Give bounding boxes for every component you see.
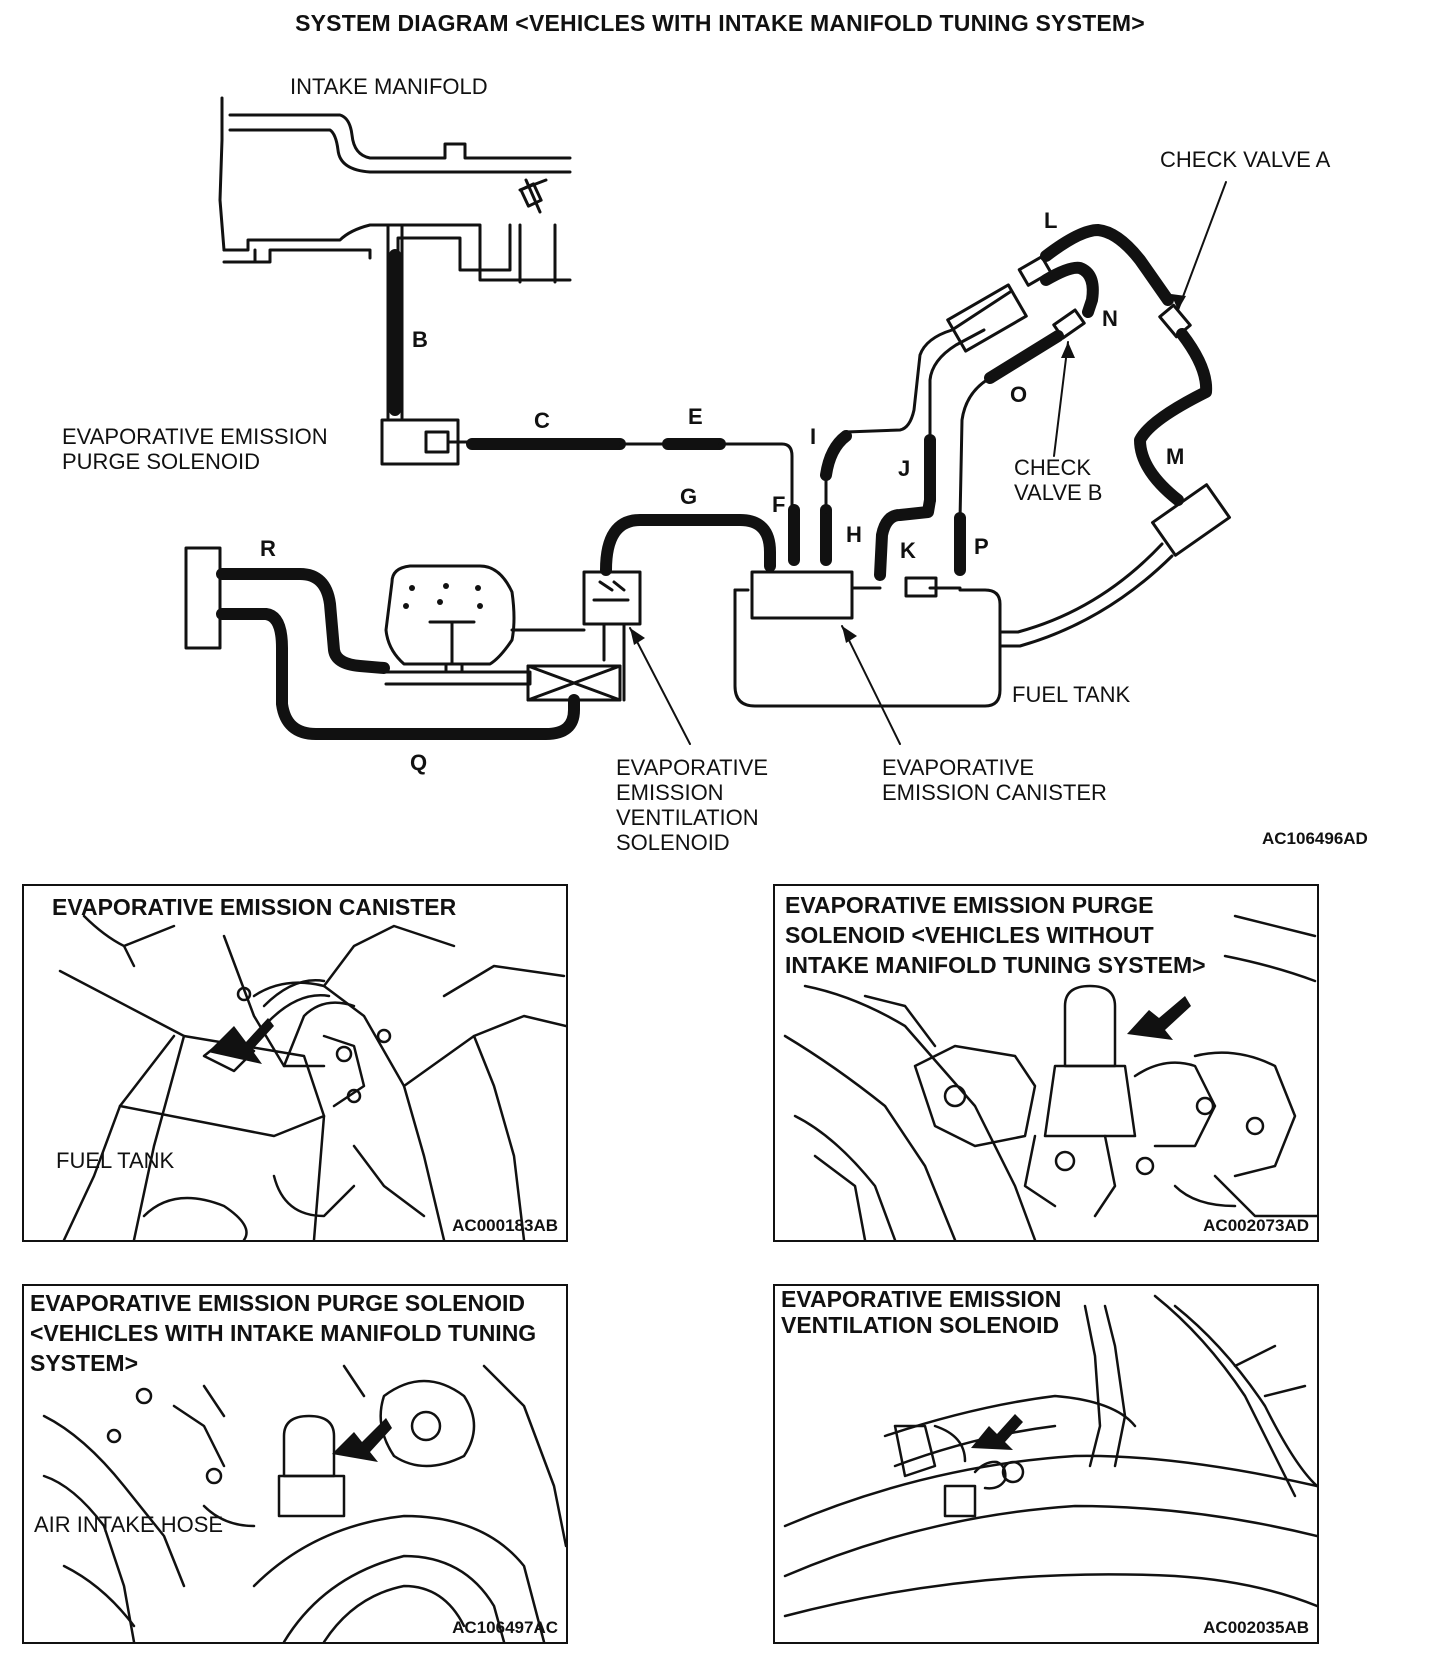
hose-label-i: I xyxy=(810,424,817,449)
panel-purge-with-label: AIR INTAKE HOSE xyxy=(34,1512,224,1537)
arrow-icon xyxy=(971,1414,1023,1450)
hose-i xyxy=(820,430,852,481)
panel-ventilation-code: AC002035AB xyxy=(1203,1618,1309,1637)
panel-purge-without: EVAPORATIVE EMISSION PURGE SOLENOID <VEH… xyxy=(773,884,1319,1242)
hose-label-e: E xyxy=(688,404,703,429)
hose-label-f: F xyxy=(772,492,786,517)
hose-g xyxy=(600,514,776,576)
fuel-tank-canister xyxy=(998,483,1232,648)
hose-label-q: Q xyxy=(410,750,428,775)
label-intake-manifold: INTAKE MANIFOLD xyxy=(290,74,488,99)
hose-n xyxy=(1040,261,1099,318)
panel-purge-without-code: AC002073AD xyxy=(1203,1216,1309,1235)
hose-r xyxy=(216,568,390,674)
panel-purge-without-title: EVAPORATIVE EMISSION PURGE SOLENOID <VEH… xyxy=(785,892,1206,978)
purge-with-illustration xyxy=(42,1364,566,1642)
hose-label-p: P xyxy=(974,534,989,559)
hose-m xyxy=(1134,328,1213,506)
panel-purge-with-code: AC106497AC xyxy=(452,1618,558,1637)
hose-label-b: B xyxy=(412,327,428,352)
hose-label-o: O xyxy=(1010,382,1028,407)
panel-canister-label: FUEL TANK xyxy=(56,1148,175,1173)
panel-purge-with-title: EVAPORATIVE EMISSION PURGE SOLENOID <VEH… xyxy=(30,1290,537,1376)
leader-check-valve-a xyxy=(1177,181,1227,311)
leader-check-valve-b xyxy=(1053,341,1069,457)
air-inlet-box xyxy=(184,546,222,650)
label-fuel-tank: FUEL TANK xyxy=(1012,682,1131,707)
hose-label-h: H xyxy=(846,522,862,547)
fuel-tank-outline xyxy=(733,570,1002,708)
label-check-valve-a: CHECK VALVE A xyxy=(1160,147,1331,172)
panel-canister-title: EVAPORATIVE EMISSION CANISTER xyxy=(52,894,457,920)
arrow-icon xyxy=(208,1018,274,1064)
label-canister: EVAPORATIVE EMISSION CANISTER xyxy=(882,755,1107,805)
hose-label-l: L xyxy=(1044,208,1058,233)
ventilation-solenoid-symbol xyxy=(582,570,642,702)
panel-canister-code: AC000183AB xyxy=(452,1216,558,1235)
upper-canister xyxy=(946,255,1053,353)
hose-label-c: C xyxy=(534,408,550,433)
system-diagram xyxy=(184,96,1232,745)
purge-solenoid-symbol xyxy=(380,418,472,466)
air-filter-drawing xyxy=(384,564,622,702)
label-check-valve-b: CHECK VALVE B xyxy=(1014,455,1103,505)
hose-label-k: K xyxy=(900,538,916,563)
arrow-icon xyxy=(1127,996,1191,1040)
leader-ventilation xyxy=(629,627,691,745)
page-title: SYSTEM DIAGRAM <VEHICLES WITH INTAKE MAN… xyxy=(295,10,1145,36)
panel-canister: EVAPORATIVE EMISSION CANISTER FUEL TANK … xyxy=(22,884,568,1242)
hose-label-n: N xyxy=(1102,306,1118,331)
intake-manifold-drawing xyxy=(218,96,572,284)
hose-k xyxy=(874,494,936,581)
panel-ventilation: EVAPORATIVE EMISSION VENTILATION SOLENOI… xyxy=(773,1284,1319,1644)
ventilation-illustration xyxy=(783,1294,1317,1618)
arrow-icon xyxy=(332,1418,392,1462)
label-ventilation-solenoid: EVAPORATIVE EMISSION VENTILATION SOLENOI… xyxy=(616,755,769,855)
hose-label-g: G xyxy=(680,484,698,509)
panel-purge-with: EVAPORATIVE EMISSION PURGE SOLENOID <VEH… xyxy=(22,1284,568,1644)
hose-label-m: M xyxy=(1166,444,1185,469)
hose-o xyxy=(984,330,1064,384)
hose-q xyxy=(216,608,580,740)
diagram-code: AC106496AD xyxy=(1262,829,1368,848)
panel-ventilation-title: EVAPORATIVE EMISSION VENTILATION SOLENOI… xyxy=(781,1286,1062,1338)
leader-canister xyxy=(841,625,901,745)
hose-label-j: J xyxy=(898,456,911,481)
canister-illustration xyxy=(58,914,566,1240)
label-purge-solenoid: EVAPORATIVE EMISSION PURGE SOLENOID xyxy=(62,424,328,474)
hose-label-r: R xyxy=(260,536,276,561)
hose-l xyxy=(1040,224,1174,306)
purge-without-illustration xyxy=(783,914,1317,1240)
